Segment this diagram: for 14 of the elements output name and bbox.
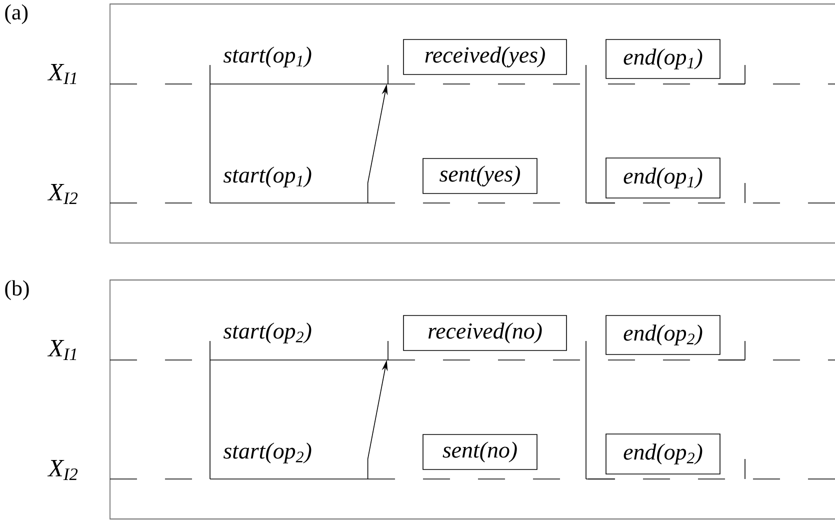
event-box: sent(yes) [422,158,538,194]
timeline [110,202,835,204]
event-box: end(op$_{2}$) [606,434,720,474]
event-box: end(op$_{1}$) [606,39,720,79]
axis-label: X$_{I2}$ [47,184,78,204]
event-box: sent(no) [422,434,538,470]
event-box: end(op$_{2}$) [606,315,720,355]
event-box: end(op$_{1}$) [606,158,720,198]
timeline [110,478,835,480]
event-box: received(no) [403,315,567,351]
axis-label: X$_{I1}$ [47,340,76,360]
axis-label: X$_{I1}$ [47,64,76,84]
event-box: received(yes) [403,39,567,75]
axis-label: X$_{I2}$ [47,460,78,480]
